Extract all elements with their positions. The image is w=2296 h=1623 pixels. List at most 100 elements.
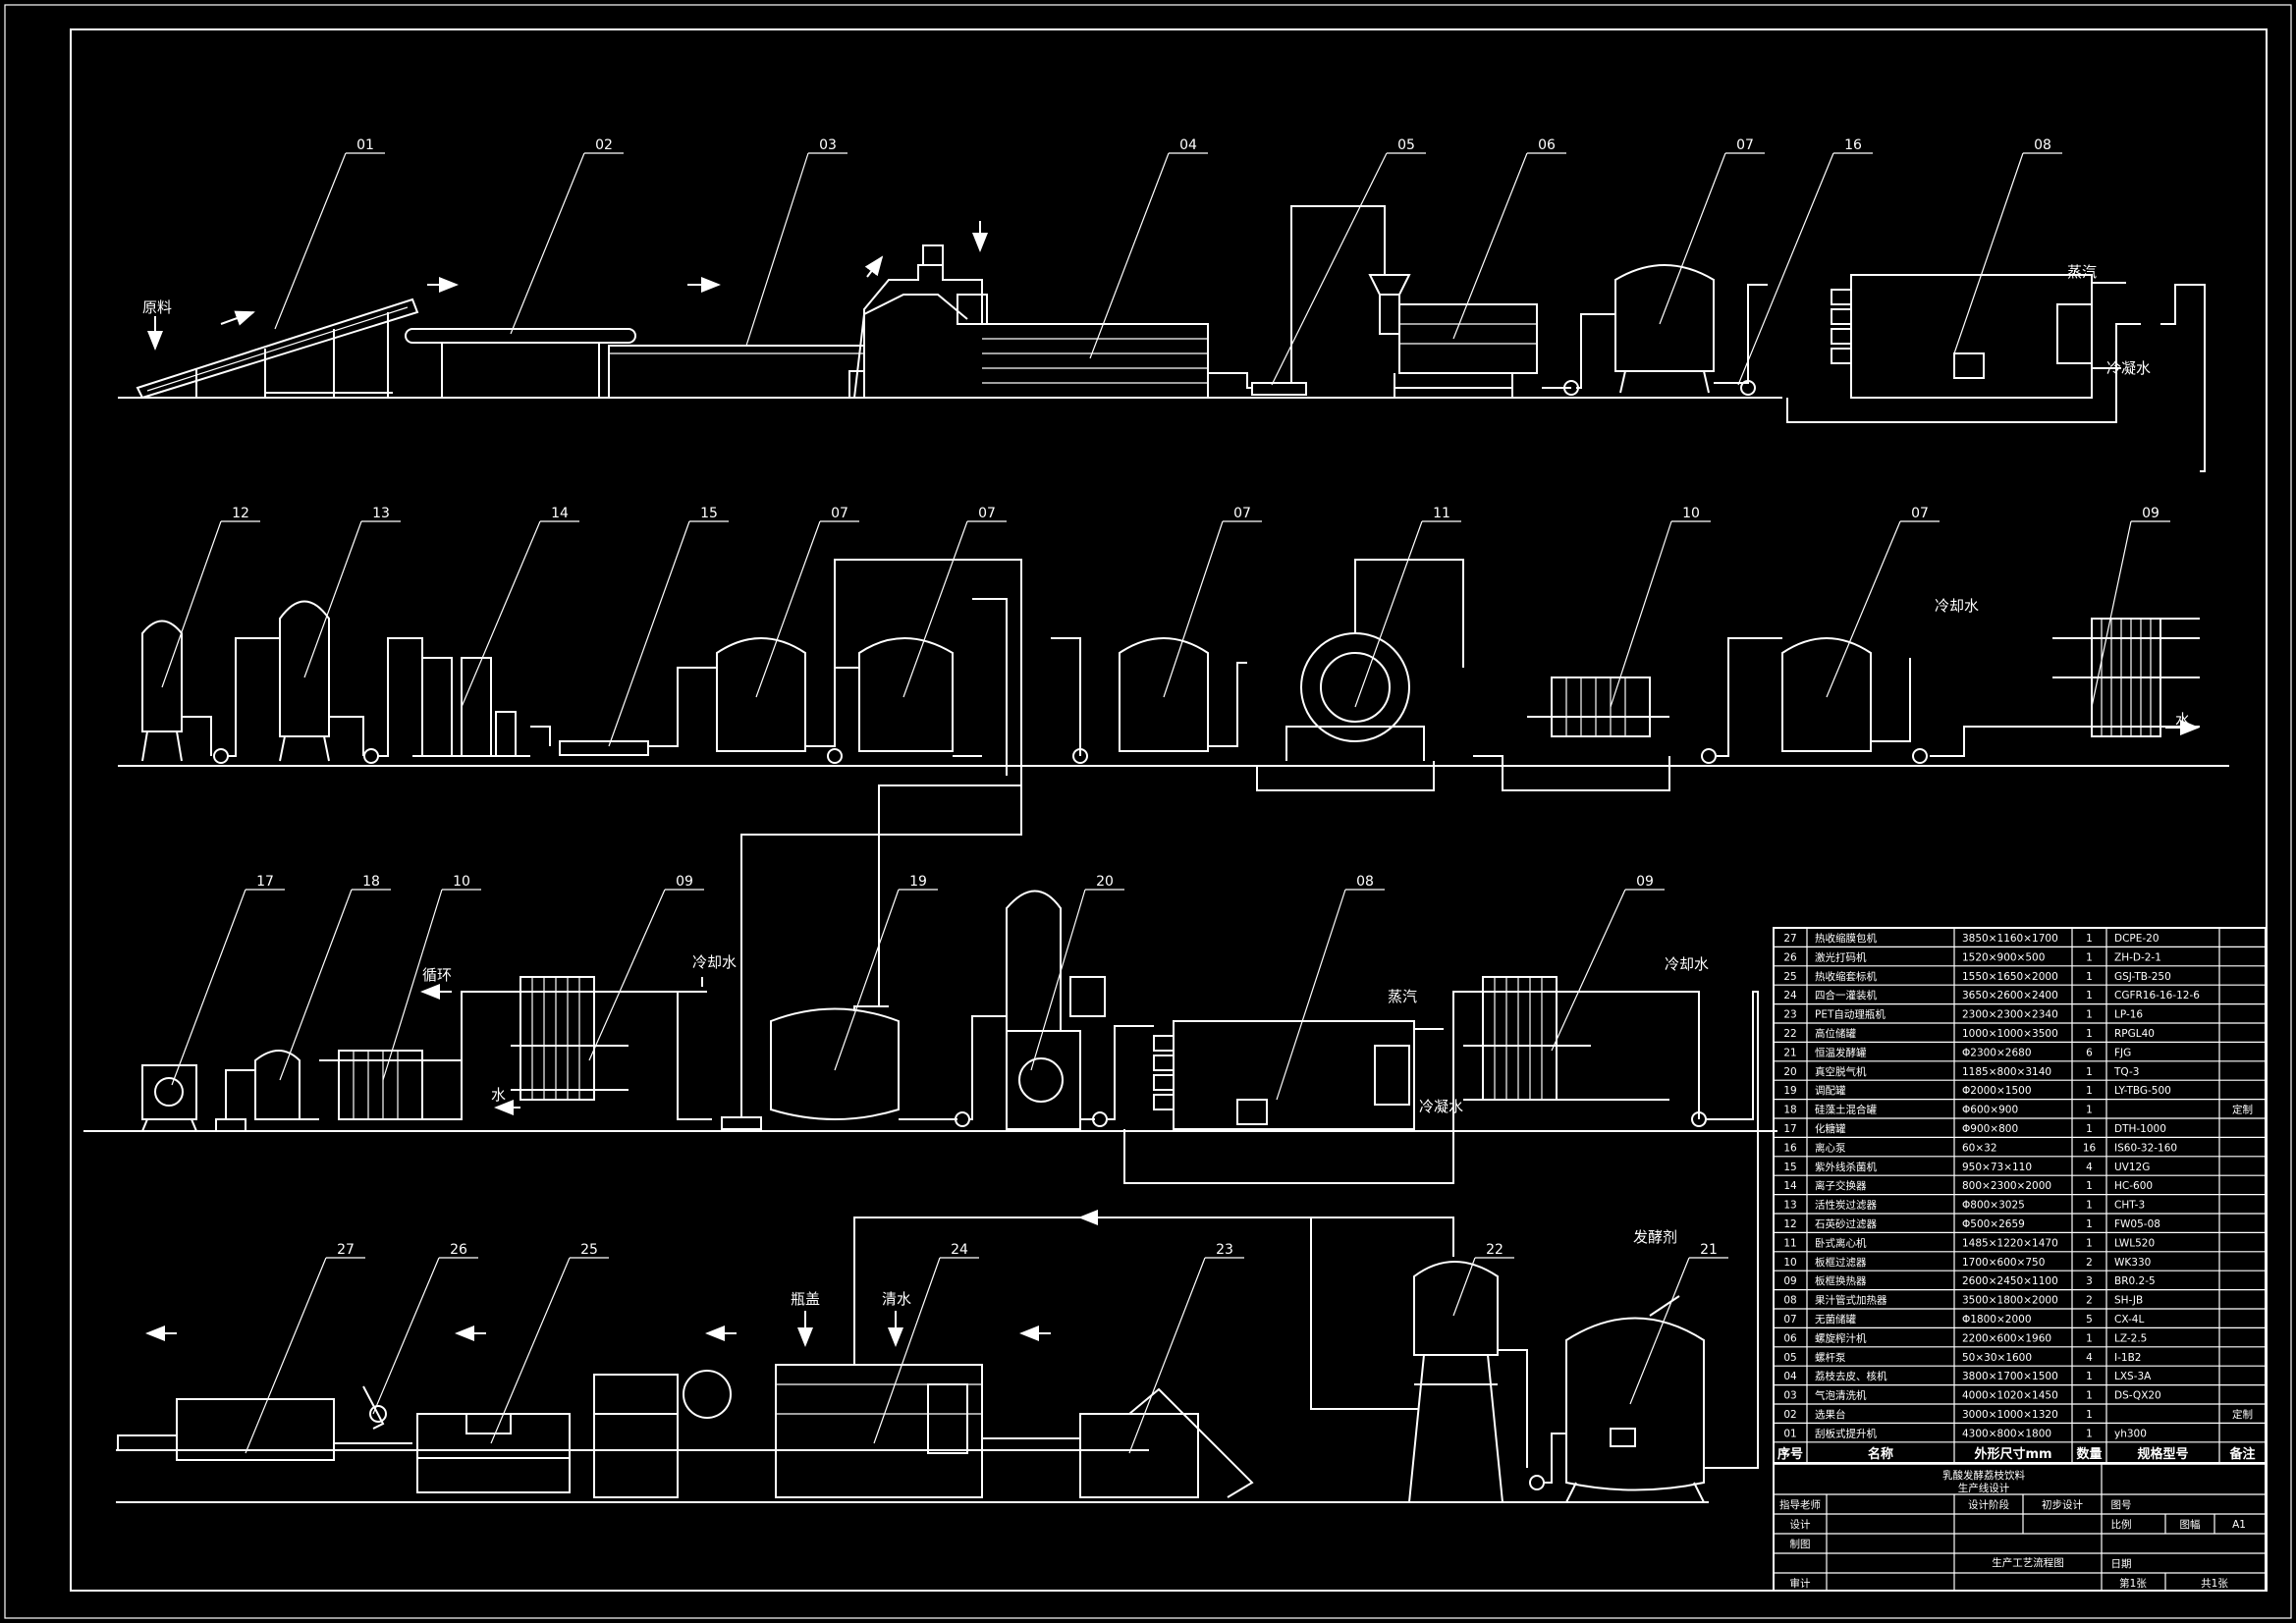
callout-number: 01 [356,137,374,153]
bom-cell-qty: 2 [2086,1257,2093,1269]
equipment-uv-sterilizer [530,667,717,756]
callout-number: 15 [700,506,718,521]
callout-number: 22 [1486,1242,1503,1258]
bom-header-no: 序号 [1777,1446,1803,1462]
tb-date: 日期 [2111,1558,2132,1570]
flow-label-steam1: 蒸汽 [2067,263,2097,281]
bom-cell-no: 14 [1783,1180,1797,1192]
bom-cell-size: 2200×600×1960 [1962,1332,2051,1344]
bom-cell-name: 紫外线杀菌机 [1815,1161,1877,1173]
equipment-vacuum-deaerator [970,890,1108,1130]
bom-cell-qty: 1 [2086,1428,2093,1439]
bom-cell-name: 硅藻土混合罐 [1815,1104,1877,1116]
bom-cell-model: TQ-3 [2113,1066,2139,1078]
bom-cell-name: 果汁管式加热器 [1815,1294,1887,1307]
tb-sheet-no: 第1张 [2119,1577,2147,1590]
bom-cell-qty: 2 [2086,1295,2093,1307]
bom-cell-model: LXS-3A [2114,1371,2152,1382]
bom-cell-size: 3800×1700×1500 [1962,1371,2058,1382]
bom-header-model: 规格型号 [2137,1446,2188,1462]
callout-number: 17 [256,874,274,890]
bom-cell-name: 板框换热器 [1815,1274,1867,1287]
bom-cell-qty: 4 [2086,1162,2093,1173]
bom-cell-note: 定制 [2232,1104,2253,1116]
row-3 [83,560,1777,1469]
bom-cell-model: I-1B2 [2114,1352,2141,1364]
tb-review: 审计 [1790,1577,1812,1590]
flow-label-ferment: 发酵剂 [1633,1228,1677,1246]
equipment-plate-exchanger-r3a [511,560,1022,1130]
bom-cell-size: 3500×1800×2000 [1962,1295,2058,1307]
callout-number: 24 [951,1242,968,1258]
bom-cell-qty: 1 [2086,1123,2093,1135]
equipment-scraper-elevator [136,298,419,400]
row-2 [118,559,2229,791]
callout-leader [510,152,585,335]
bom-cell-no: 07 [1783,1314,1796,1325]
bom-cell-model: DTH-1000 [2114,1123,2166,1135]
bom-cell-size: 3000×1000×1320 [1962,1409,2058,1421]
bom-cell-name: 化糖罐 [1815,1122,1846,1135]
callout-number: 04 [1179,137,1197,153]
callout-leader [171,889,246,1086]
bom-cell-name: 选果台 [1815,1408,1846,1421]
bom-cell-qty: 1 [2086,1066,2093,1078]
bom-cell-qty: 1 [2086,933,2093,945]
equipment-laser-coder [334,1385,412,1444]
bom-header-size: 外形尺寸mm [1973,1446,2051,1462]
callout-leader [1452,152,1528,340]
bom-cell-model: LWL520 [2114,1237,2155,1249]
bom-cell-size: 60×32 [1962,1142,1997,1154]
equipment-sand-filter [141,620,229,764]
bom-cell-model: yh300 [2114,1428,2147,1439]
flow-label-cool-in1: 冷却水 [1935,597,1979,615]
callout-leader [1271,152,1388,386]
bom-cell-size: 1700×600×750 [1962,1257,2045,1269]
callout-number: 10 [453,874,470,890]
bom-cell-name: 无菌储罐 [1815,1313,1856,1325]
bom-cell-model: LY-TBG-500 [2114,1085,2171,1097]
bom-cell-model: FW05-08 [2114,1218,2160,1230]
callout-leader [274,152,347,330]
flow-label-raw: 原料 [142,298,172,316]
callout-number: 07 [831,506,848,521]
callout-leader [461,520,541,708]
bom-cell-qty: 1 [2086,1105,2093,1116]
bom-cell-name: PET自动理瓶机 [1815,1008,1886,1021]
callout-number: 09 [2142,506,2159,521]
callout-leader [245,1257,327,1454]
bom-cell-model: CGFR16-16-12-6 [2114,990,2200,1001]
bom-cell-no: 11 [1783,1237,1796,1249]
bom-cell-size: 1000×1000×3500 [1962,1028,2058,1040]
flow-label-recycle: 循环 [422,966,452,984]
tb-stage: 设计阶段 [1968,1498,2009,1511]
bom-cell-name: 调配罐 [1815,1084,1846,1097]
bom-cell-model: SH-JB [2114,1295,2143,1307]
bom-cell-size: 1550×1650×2000 [1962,971,2058,983]
callout-number: 26 [450,1242,467,1258]
bom-cell-qty: 16 [2083,1142,2097,1154]
bom-cell-name: 石英砂过滤器 [1815,1217,1877,1230]
callout-leader [755,520,821,698]
bom-cell-qty: 4 [2086,1352,2093,1364]
bom-cell-size: 950×73×110 [1962,1162,2032,1173]
bom-cell-name: 激光打码机 [1815,950,1867,963]
bom-cell-qty: 3 [2086,1275,2093,1287]
flow-label-cool-in3: 冷却水 [1665,955,1709,973]
callout-number: 10 [1682,506,1700,521]
equipment-ion-exchanger [378,637,530,757]
bom-cell-no: 23 [1783,1009,1796,1021]
bom-header-qty: 数量 [2076,1446,2102,1462]
bom-cell-size: Φ2300×2680 [1962,1047,2032,1058]
bom-cell-qty: 1 [2086,1237,2093,1249]
bom-cell-size: Φ900×800 [1962,1123,2018,1135]
callout-leader [2091,520,2132,708]
